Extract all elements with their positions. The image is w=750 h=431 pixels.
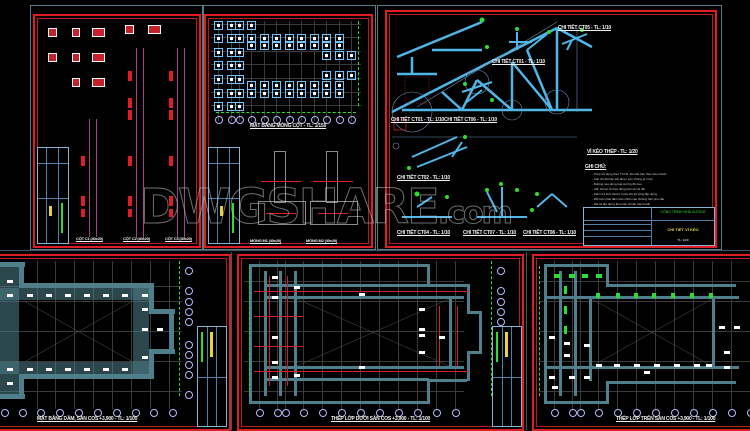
label-ct02: CHI TIẾT CT02 - TL: 1/10 <box>397 175 450 181</box>
notes-list: - Thép sử dụng theo TCVN, liên kết hàn t… <box>592 172 707 207</box>
label-ct05: CHI TIẾT CT05 - TL: 1/10 <box>558 25 611 31</box>
sheet-outline-foundation-plan <box>202 5 376 250</box>
sheet-divider <box>0 250 750 251</box>
title-block: CÔNG TRÌNH NHÀ XƯỞNG CHI TIẾT VÌ KÈO TL:… <box>583 207 715 246</box>
label-column-c3: CỘT C3 (30x20) <box>165 236 192 241</box>
label-column-c1: CỘT C1 (40x20) <box>76 236 103 241</box>
label-footing-m1: MÓNG M1 (40x20) <box>250 238 282 243</box>
sheet-foundation-plan[interactable]: MẶT BẰNG MÓNG CỘT - TL: 1/150 MÓNG M1 (4… <box>204 14 373 248</box>
sheet-bottom-rebar-plan[interactable]: THÉP LỚP DƯỚI SÀN COS +3,900 - TL: 1/100 <box>237 254 524 431</box>
label-foundation-plan: MẶT BẰNG MÓNG CỘT - TL: 1/150 <box>250 123 327 129</box>
sheet-divider <box>526 252 527 430</box>
label-beam-floor-plan: MẶT BẰNG DẦM, SÀN COS +3,900 - TL: 1/100 <box>37 416 138 422</box>
sheet-outline-steel-truss <box>377 5 722 250</box>
note-line: - Thép sử dụng theo TCVN, liên kết hàn t… <box>592 172 667 176</box>
grid-dimension-line-right <box>491 261 493 396</box>
label-ct07: CHI TIẾT CT07 - TL: 1/10 <box>463 230 516 236</box>
label-ct04: CHI TIẾT CT04 - TL: 1/10 <box>397 230 450 236</box>
project-name: CÔNG TRÌNH NHÀ XƯỞNG <box>660 210 706 214</box>
watermark-main: DWGSHARE <box>140 179 441 235</box>
title-block <box>492 326 522 427</box>
title-block <box>37 147 69 244</box>
note-line: - Kiểm tra kích thước trước khi thi công… <box>592 192 657 196</box>
slab-diagonals <box>23 300 134 363</box>
notes-title: GHI CHÚ: <box>585 164 607 170</box>
title-block <box>197 326 227 427</box>
grid-dimension-line <box>179 261 181 396</box>
grid-dimension-line <box>358 21 360 106</box>
label-top-rebar-plan: THÉP LỚP TRÊN SÀN COS +3,900 - TL: 1/100 <box>616 416 716 422</box>
title-block <box>208 147 240 244</box>
label-bottom-rebar-plan: THÉP LỚP DƯỚI SÀN COS +3,900 - TL: 1/100 <box>331 416 431 422</box>
note-line: - Cắt, khoan lỗ theo đúng bản vẽ chi tiế… <box>592 187 646 191</box>
watermark-text: DWGSHARE.com <box>140 183 514 238</box>
slab-diagonals <box>296 298 450 367</box>
sheet-divider <box>231 252 232 430</box>
label-footing-m2: MÓNG M2 (40x20) <box>306 238 338 243</box>
drawing-title: CHI TIẾT VÌ KÈO <box>667 227 699 232</box>
grid-dimension-line <box>539 266 541 396</box>
label-ct01: CHI TIẾT CT01 - TL: 1/10 <box>391 117 444 123</box>
sheet-column-details[interactable]: CỘT C1 (40x20) CỘT C2 (40x20) CỘT C3 (30… <box>33 14 201 248</box>
truss-drawing <box>391 17 593 218</box>
watermark-suffix: .com <box>437 196 513 232</box>
grid-dimension-line <box>249 266 251 396</box>
sheet-steel-truss[interactable]: CHI TIẾT CT05 - TL: 1/10 CHI TIẾT CT01 -… <box>385 10 717 248</box>
grid-dimension-line-bottom <box>216 112 356 114</box>
label-ct06: CHI TIẾT CT06 - TL: 1/10 <box>444 117 497 123</box>
note-line: - Các chi tiết liên kết được sơn chống g… <box>592 177 653 181</box>
label-column-c2: CỘT C2 (40x20) <box>123 236 150 241</box>
sheet-top-rebar-plan[interactable]: THÉP LỚP TRÊN SÀN COS +3,900 - TL: 1/100 <box>532 254 750 431</box>
label-truss: VÌ KÈO THÉP - TL: 1/20 <box>587 149 638 155</box>
note-line: - Sai số lắp dựng theo tiêu chuẩn hiện h… <box>592 202 651 206</box>
label-ct08: CHI TIẾT CT08 - TL: 1/10 <box>523 230 576 236</box>
sheet-outline-column-details <box>30 5 204 250</box>
note-line: - Mối hàn phải đảm bảo chiều cao đường h… <box>592 197 665 201</box>
sheet-beam-floor-plan[interactable]: MẶT BẰNG DẦM, SÀN COS +3,900 - TL: 1/100 <box>0 254 231 431</box>
note-line: - Bulông neo dùng loại cường độ cao <box>592 182 642 186</box>
label-ct01-top: CHI TIẾT CT01 - TL: 1/10 <box>492 59 545 65</box>
scale-value: TL: 1/20 <box>677 238 689 242</box>
slab-diagonals <box>591 298 713 367</box>
